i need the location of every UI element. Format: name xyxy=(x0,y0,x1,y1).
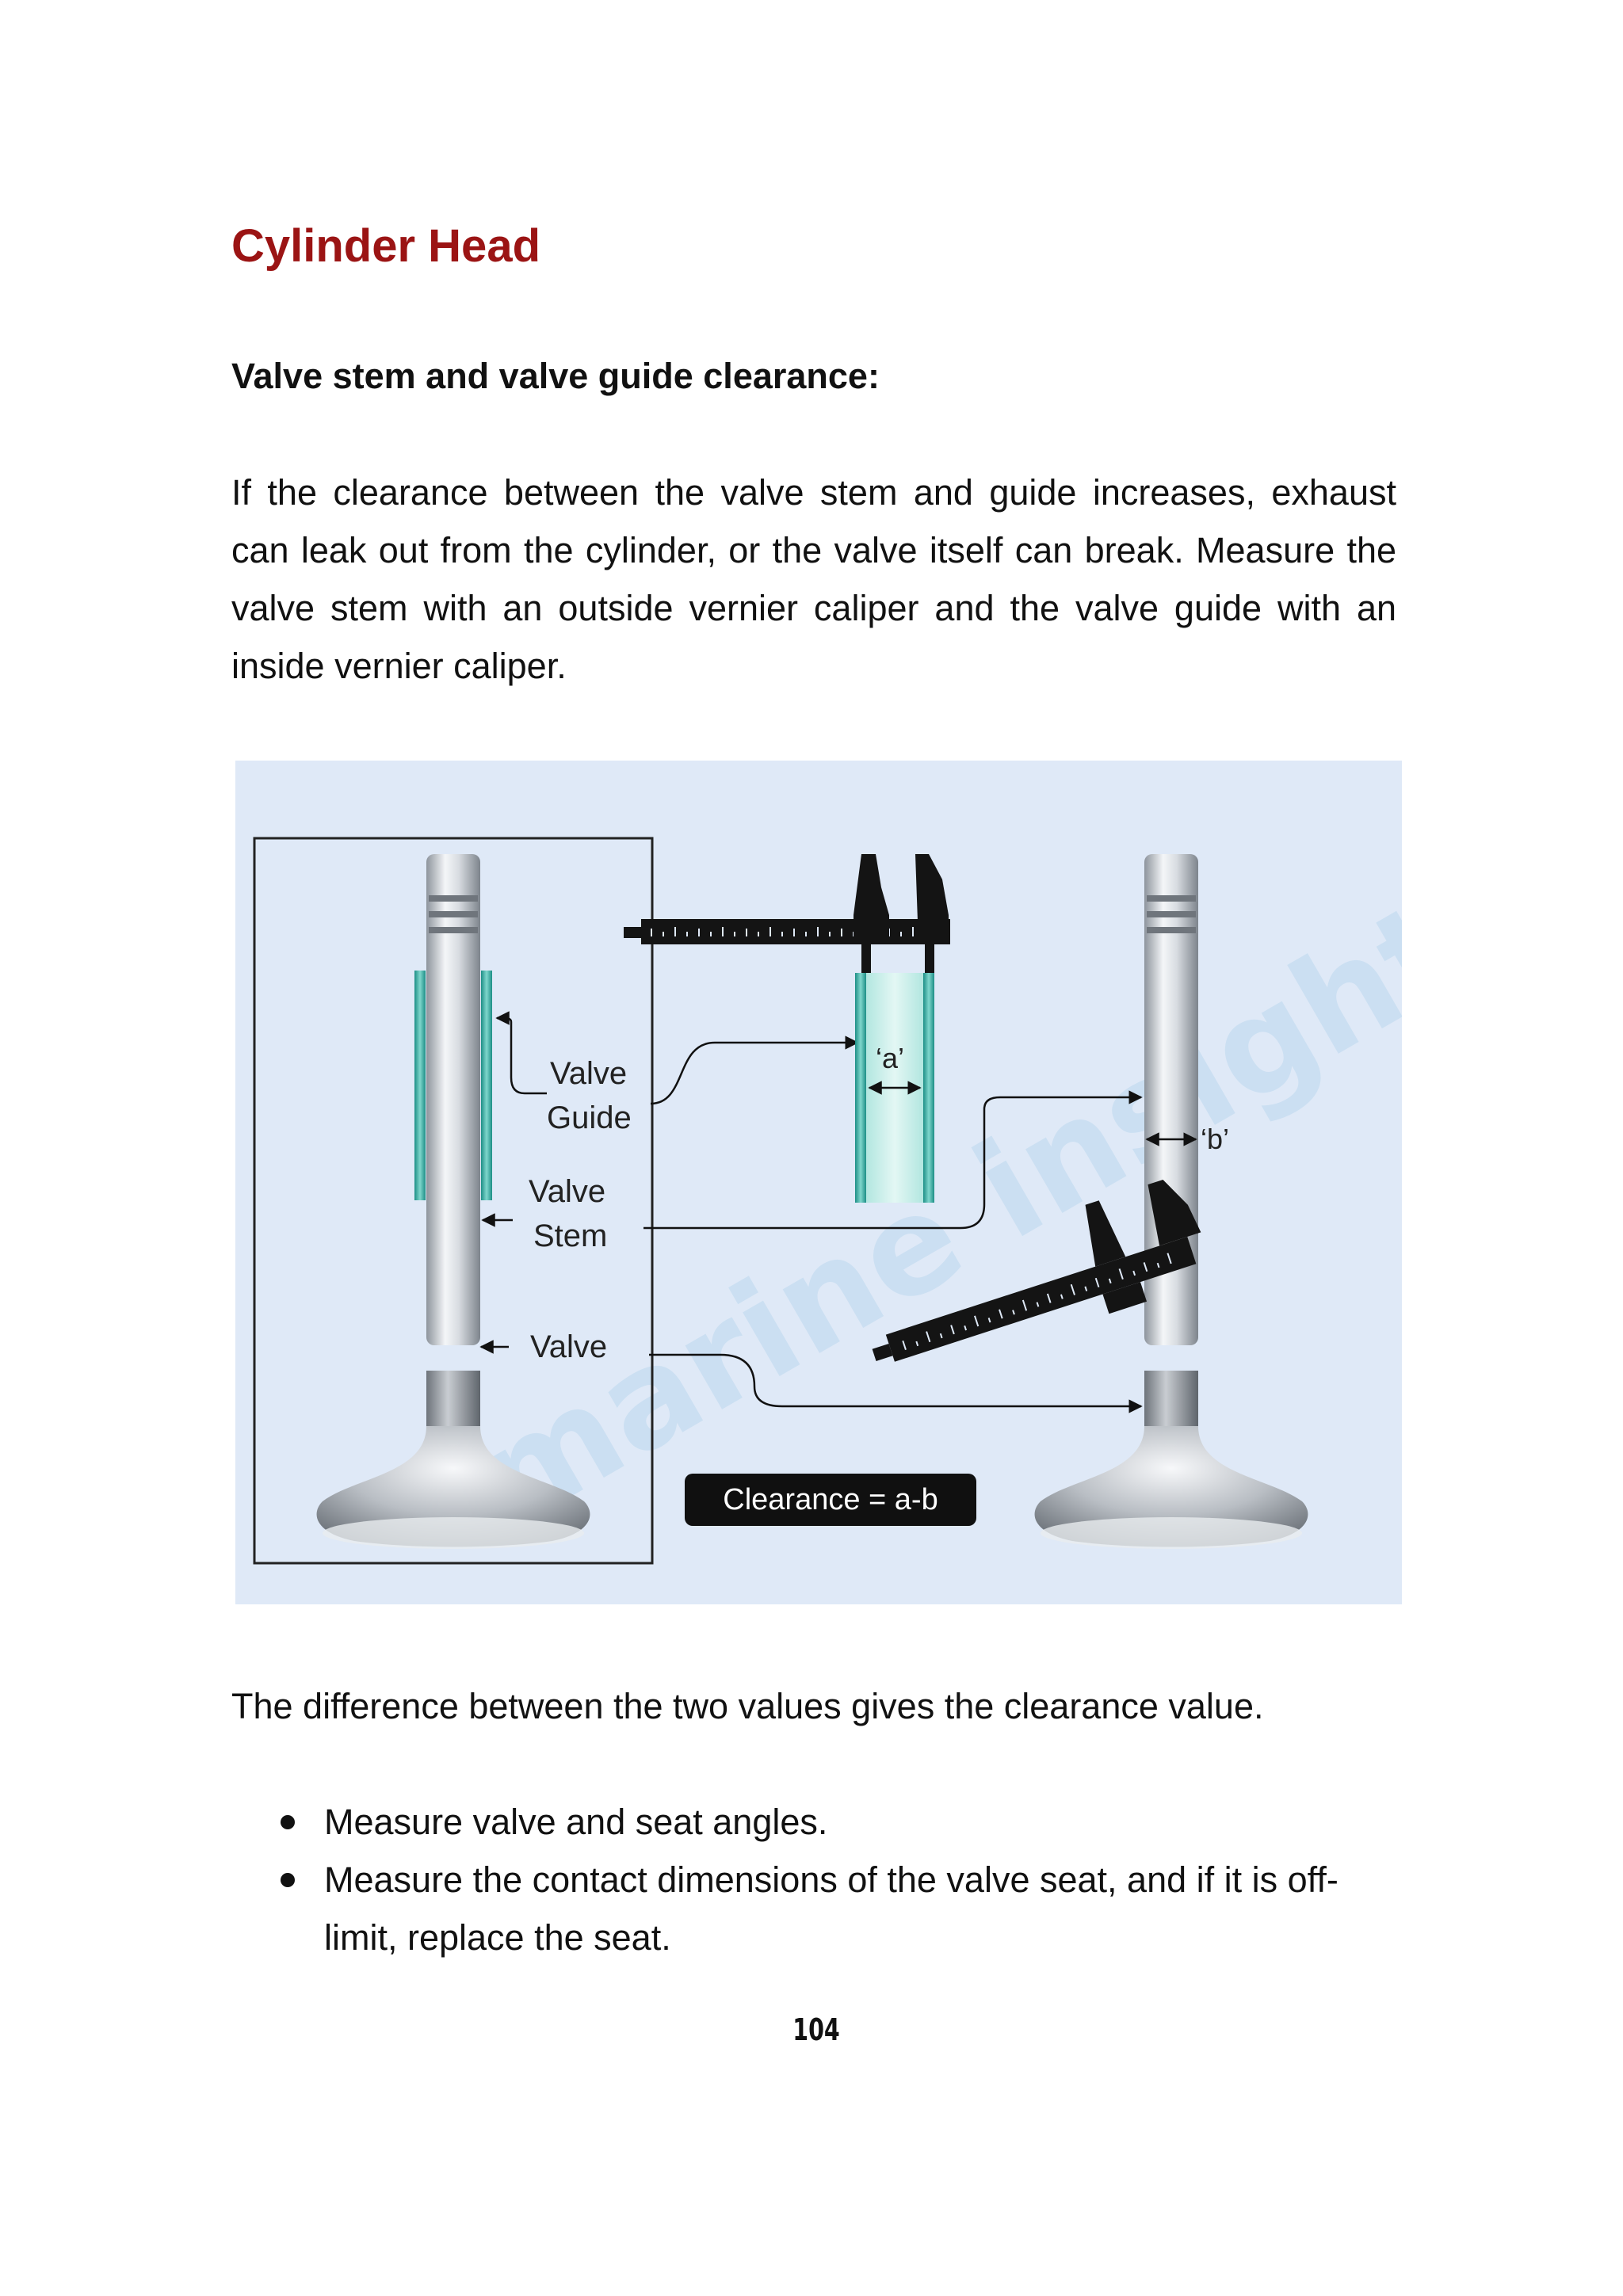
valve-stem-label-1: Valve xyxy=(529,1174,605,1209)
intro-paragraph: If the clearance between the valve stem … xyxy=(231,472,1396,686)
bullet-icon xyxy=(281,1873,295,1887)
measure-b-label: ‘b’ xyxy=(1201,1123,1229,1155)
clearance-formula: Clearance = a-b xyxy=(723,1483,938,1516)
conclusion-paragraph: The difference between the two values gi… xyxy=(231,1686,1264,1726)
valve-label: Valve xyxy=(530,1329,607,1364)
list-item-text: Measure the contact dimensions of the va… xyxy=(324,1859,1338,1958)
right-valve-head xyxy=(1034,1426,1308,1547)
left-frame xyxy=(253,837,654,1565)
bullet-icon xyxy=(281,1815,295,1829)
left-valve-guide-right xyxy=(481,971,492,1200)
page-title: Cylinder Head xyxy=(231,220,540,272)
valve-guide-section xyxy=(855,973,934,1203)
section-subtitle: Valve stem and valve guide clearance: xyxy=(231,356,880,396)
valve-stem-label-2: Stem xyxy=(533,1219,607,1253)
list-item: Measure valve and seat angles. xyxy=(231,1793,1396,1851)
list-item: Measure the contact dimensions of the va… xyxy=(231,1851,1396,1966)
valve-guide-label-1: Valve xyxy=(550,1056,627,1091)
left-valve-guide-left xyxy=(414,971,426,1200)
left-valve-head xyxy=(316,1426,590,1547)
bullet-list: Measure valve and seat angles. Measure t… xyxy=(231,1793,1396,1966)
valve-clearance-diagram: marine insight Valve Guide Valve Stem xyxy=(235,761,1402,1604)
inside-vernier-caliper xyxy=(624,854,950,976)
valve-guide-label-2: Guide xyxy=(547,1100,632,1135)
clearance-badge xyxy=(685,1474,976,1526)
measure-a-label: ‘a’ xyxy=(876,1042,904,1074)
list-item-text: Measure valve and seat angles. xyxy=(324,1802,828,1842)
outside-vernier-caliper xyxy=(872,1179,1201,1362)
left-valve-stem xyxy=(426,854,480,1345)
left-valve-illustration xyxy=(316,854,590,1549)
page-number: 104 xyxy=(792,2012,840,2047)
